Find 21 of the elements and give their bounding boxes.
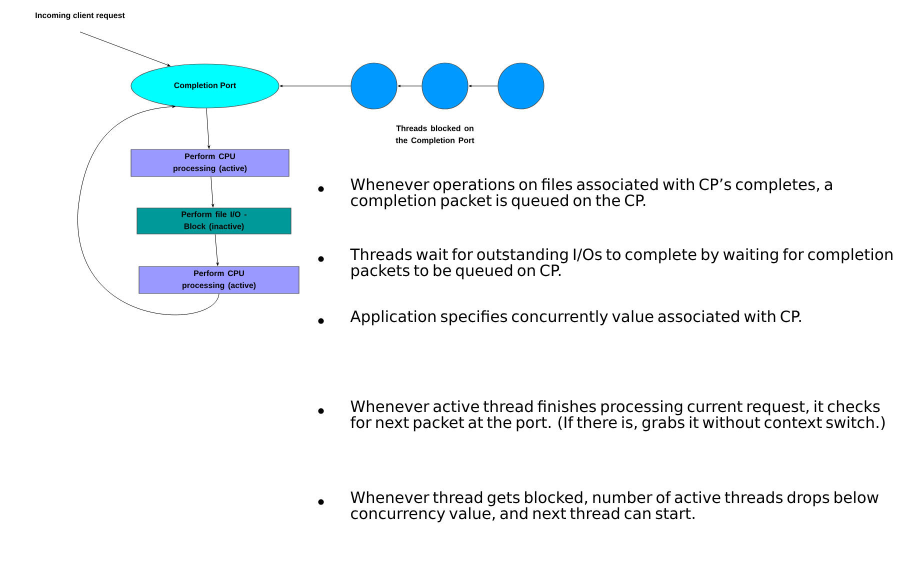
thread-circle [350,62,398,110]
arrow [78,105,220,316]
bullet-text: Application specifies concurrently value associated with CP. [350,310,801,326]
thread-circle [422,62,468,110]
arrow [206,108,210,149]
arrow [80,32,170,66]
thread-circle [498,62,544,110]
arrow [280,84,351,88]
arrow [210,176,214,208]
caption-text: Threads blocked on the Completion Port [396,125,474,145]
request-label: Incoming client request [36,12,125,20]
process-box: Perform CPU processing (active) [130,149,290,177]
process-box: Perform CPU processing (active) [138,266,300,294]
bullet-text: Whenever thread gets blocked, number of active threads drops below concurrency value, and next thread can start. [350,491,878,522]
arrow [468,84,498,88]
bullet-text: Whenever operations on files associated with CP’s completes, a completion packet is queued on the CP. [350,178,832,210]
bullet-text: Whenever active thread finishes processing current request, it checks for next packet at the port. (If there is, grabs it without context switch.) [350,400,885,432]
arrow [214,234,219,266]
bullet-text: Threads wait for outstanding I/Os to complete by waiting for completion packets to be queued on CP. [350,248,892,280]
arrow [398,84,422,88]
process-box: Perform file I/O - Block (inactive) [136,208,292,234]
